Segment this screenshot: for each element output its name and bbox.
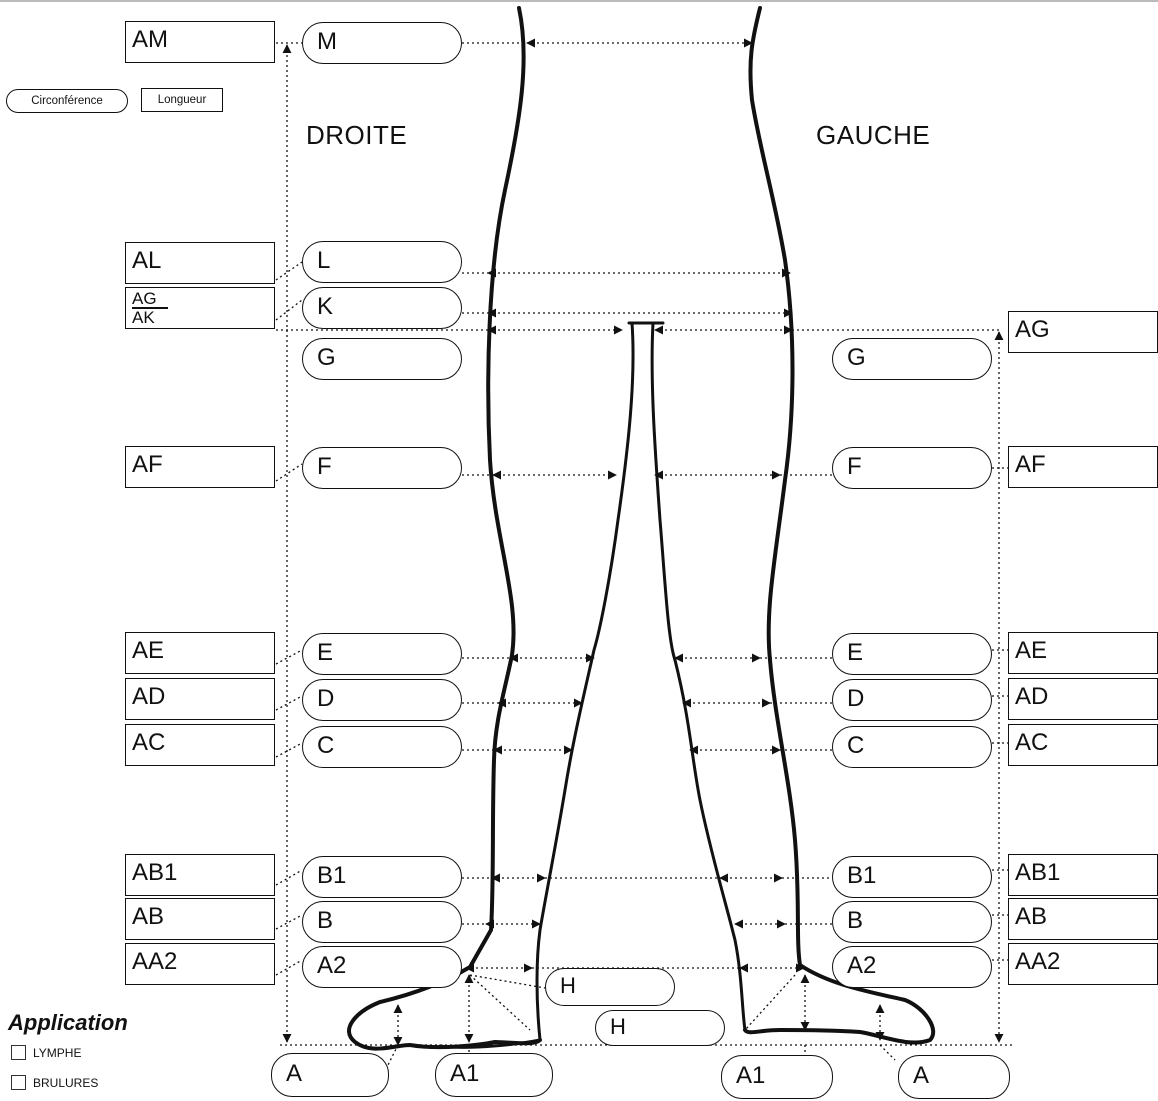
circumference-pill-left[interactable]: C <box>832 726 992 768</box>
length-box-right[interactable]: AL <box>125 242 275 284</box>
right-foot-sole <box>438 1038 542 1049</box>
length-box-left[interactable]: AB1 <box>1008 854 1158 896</box>
left-leg-inner-outline <box>673 658 747 1032</box>
application-title: Application <box>8 1010 128 1035</box>
fraction-bar <box>132 307 168 309</box>
option-label: LYMPHE <box>33 1045 82 1060</box>
circumference-pill-left[interactable]: B1 <box>832 856 992 898</box>
length-box-left[interactable]: AC <box>1008 724 1158 766</box>
length-box-left[interactable]: AE <box>1008 632 1158 674</box>
circumference-pill-right[interactable]: A2 <box>302 946 462 988</box>
length-box-right[interactable]: AB1 <box>125 854 275 896</box>
side-label-left: GAUCHE <box>816 120 931 150</box>
length-box-right[interactable]: AB <box>125 898 275 940</box>
length-box-left[interactable]: AF <box>1008 446 1158 488</box>
legend-length: Longueur <box>141 88 223 112</box>
circumference-pill-left[interactable]: B <box>832 901 992 943</box>
circumference-pill-left[interactable]: A2 <box>832 946 992 988</box>
circumference-pill-foot-right[interactable]: A <box>271 1053 389 1097</box>
checkbox[interactable] <box>11 1075 26 1090</box>
length-box-right[interactable]: AA2 <box>125 943 275 985</box>
option-lymphe[interactable]: LYMPHE <box>11 1045 81 1060</box>
checkbox[interactable] <box>11 1045 26 1060</box>
length-box-right[interactable]: AD <box>125 678 275 720</box>
length-box-left[interactable]: AB <box>1008 898 1158 940</box>
option-brulures[interactable]: BRULURES <box>11 1075 98 1090</box>
right-leg-inner-outline <box>535 321 635 1042</box>
circumference-pill-right[interactable]: C <box>302 726 462 768</box>
length-box-right[interactable]: AF <box>125 446 275 488</box>
fraction-bottom: AK <box>132 308 155 327</box>
top-border <box>0 0 1158 2</box>
circumference-pill-right[interactable]: M <box>302 22 462 64</box>
length-box-right[interactable]: AM <box>125 21 275 63</box>
circumference-pill-right[interactable]: G <box>302 338 462 380</box>
circumference-pill-left[interactable]: F <box>832 447 992 489</box>
length-box-left[interactable]: AD <box>1008 678 1158 720</box>
circumference-pill-foot-right[interactable]: A1 <box>435 1053 553 1097</box>
circumference-pill-right[interactable]: D <box>302 679 462 721</box>
length-box-left[interactable]: AA2 <box>1008 943 1158 985</box>
circumference-pill-right[interactable]: L <box>302 241 462 283</box>
circumference-pill-right[interactable]: F <box>302 447 462 489</box>
circumference-pill-right[interactable]: K <box>302 287 462 329</box>
length-box-right[interactable]: AE <box>125 632 275 674</box>
circumference-pill-right[interactable]: E <box>302 633 462 675</box>
circumference-pill-inner[interactable]: H <box>545 968 675 1006</box>
circumference-pill-inner[interactable]: H <box>595 1010 725 1046</box>
circumference-pill-right[interactable]: B1 <box>302 856 462 898</box>
right-leg-outer-outline <box>347 6 542 1051</box>
side-label-right: DROITE <box>306 120 408 150</box>
length-box-right[interactable]: AC <box>125 724 275 766</box>
crotch-outline <box>627 321 677 662</box>
option-label: BRULURES <box>33 1075 99 1090</box>
fraction-top: AG <box>132 289 157 308</box>
circumference-pill-right[interactable]: B <box>302 901 462 943</box>
circumference-pill-left[interactable]: E <box>832 633 992 675</box>
length-box-left[interactable]: AG <box>1008 311 1158 353</box>
circumference-pill-foot-left[interactable]: A <box>898 1055 1010 1099</box>
circumference-pill-foot-left[interactable]: A1 <box>721 1055 833 1099</box>
legend-circumference: Circonférence <box>6 89 128 113</box>
circumference-pill-left[interactable]: D <box>832 679 992 721</box>
length-box-right-fraction[interactable]: AG AK <box>125 287 275 329</box>
circumference-pill-left[interactable]: G <box>832 338 992 380</box>
